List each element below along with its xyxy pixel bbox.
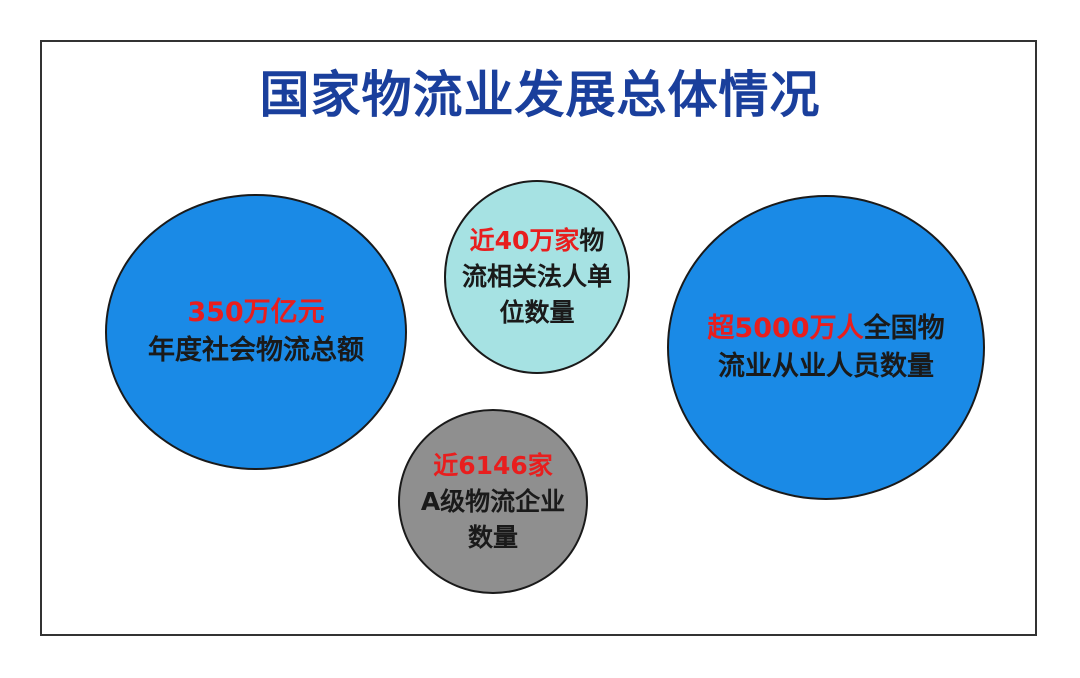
highlight-value: 近40万家: [469, 226, 580, 255]
bubble-social-logistics-total: 350万亿元 年度社会物流总额: [105, 194, 407, 470]
bubble-line-2: 流业从业人员数量: [718, 350, 934, 382]
page-title: 国家物流业发展总体情况: [259, 66, 821, 124]
bubble-employees: 超5000万人全国物 流业从业人员数量: [667, 195, 985, 500]
bubble-a-grade-enterprises: 近6146家 A级物流企业 数量: [398, 409, 588, 594]
bubble-line-2: 流相关法人单: [461, 262, 612, 291]
bubble-legal-entities: 近40万家物 流相关法人单 位数量: [444, 180, 630, 374]
bubble-line-3: 位数量: [499, 298, 575, 327]
bubble-text: 近40万家物 流相关法人单 位数量: [452, 223, 622, 331]
bubble-line-1: 超5000万人全国物: [707, 310, 944, 348]
bubble-label: 全国物: [863, 312, 945, 344]
bubble-label: 年度社会物流总额: [148, 335, 364, 366]
bubble-line-2: A级物流企业: [420, 486, 566, 516]
highlight-value: 近6146家: [433, 450, 553, 480]
bubble-text: 350万亿元 年度社会物流总额: [138, 294, 374, 370]
bubble-line-3: 数量: [467, 522, 518, 552]
highlight-value: 超5000万人: [707, 312, 864, 344]
bubble-text: 超5000万人全国物 流业从业人员数量: [697, 310, 954, 386]
bubble-label: 物: [579, 226, 605, 255]
bubble-line-1: 近40万家物: [462, 223, 612, 259]
highlight-value: 350万亿元: [187, 297, 325, 328]
bubble-text: 近6146家 A级物流企业 数量: [411, 448, 575, 556]
